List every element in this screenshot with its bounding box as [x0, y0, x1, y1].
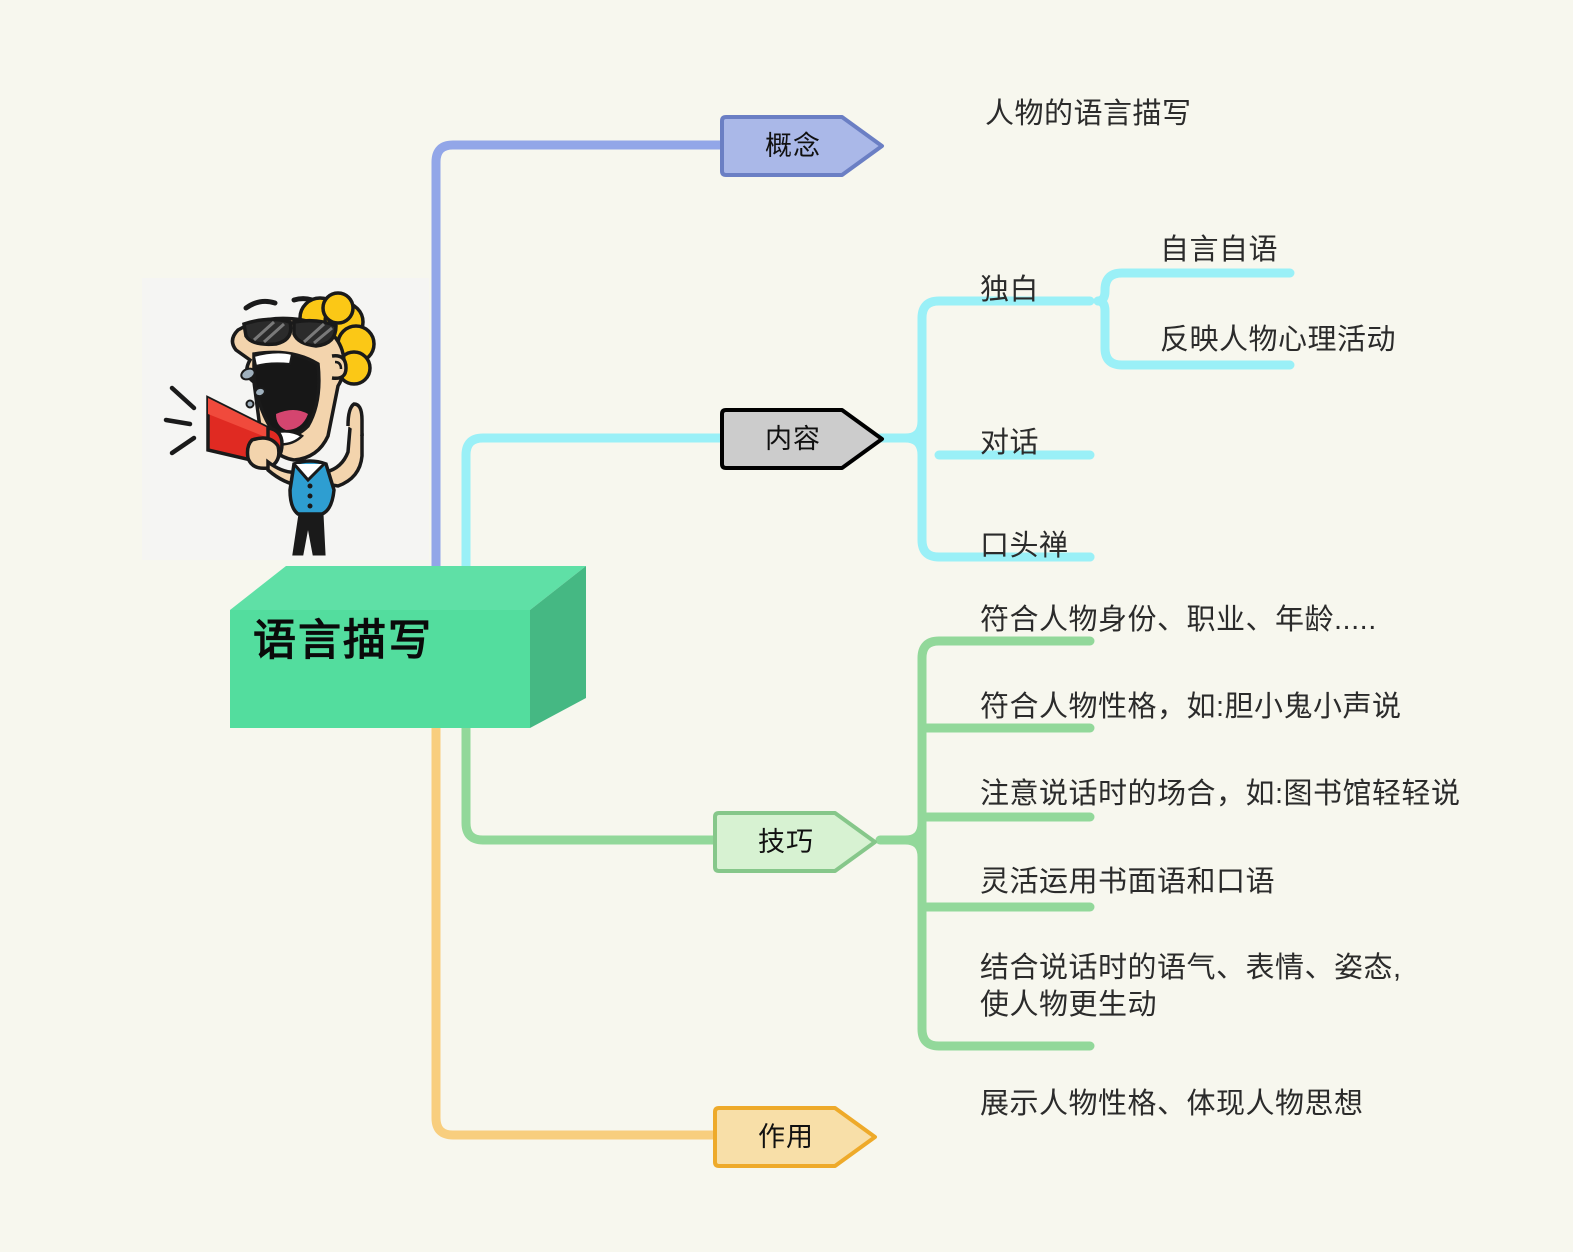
branch-node-gainian[interactable] — [718, 112, 888, 180]
leaf-jiqiao-4: 结合说话时的语气、表情、姿态, 使人物更生动 — [980, 952, 1402, 1022]
cartoon-man-with-megaphone-icon — [142, 278, 429, 560]
branch-node-gainian-label: 概念 — [765, 131, 821, 161]
leaf-neirong-duba: 独白 — [980, 274, 1040, 306]
leaf-jiqiao-2: 注意说话时的场合，如:图书馆轻轻说 — [980, 778, 1461, 810]
illustration-panel — [142, 278, 429, 560]
leaf-zuoyong-0: 展示人物性格、体现人物思想 — [980, 1088, 1364, 1120]
branch-line-gainian — [431, 140, 1246, 605]
branch-line-jiqiao — [461, 636, 1520, 1051]
leaf-jiqiao-0: 符合人物身份、职业、年龄..... — [980, 604, 1377, 636]
branch-node-zuoyong-label: 作用 — [758, 1122, 814, 1152]
center-node-box[interactable] — [200, 548, 600, 748]
leaf-jiqiao-3: 灵活运用书面语和口语 — [980, 866, 1276, 898]
center-node-label: 语言描写 — [253, 617, 433, 665]
leaf-duba-ziyanziyu: 自言自语 — [1160, 234, 1279, 266]
branch-node-neirong-label: 内容 — [765, 424, 821, 454]
leaf-jiqiao-1: 符合人物性格，如:胆小鬼小声说 — [980, 691, 1402, 723]
branch-line-zuoyong — [431, 713, 1280, 1140]
branch-node-jiqiao-label: 技巧 — [758, 827, 814, 857]
branch-node-neirong[interactable] — [718, 405, 888, 473]
leaf-neirong-duihua: 对话 — [980, 427, 1040, 459]
branch-node-jiqiao[interactable] — [711, 808, 881, 876]
leaf-duba-fanying: 反映人物心理活动 — [1160, 324, 1397, 356]
leaf-neirong-koutouchan: 口头禅 — [980, 530, 1069, 562]
branch-node-zuoyong[interactable] — [711, 1103, 881, 1171]
leaf-gainian-0: 人物的语言描写 — [985, 98, 1192, 130]
branch-line-neirong — [461, 268, 1480, 605]
